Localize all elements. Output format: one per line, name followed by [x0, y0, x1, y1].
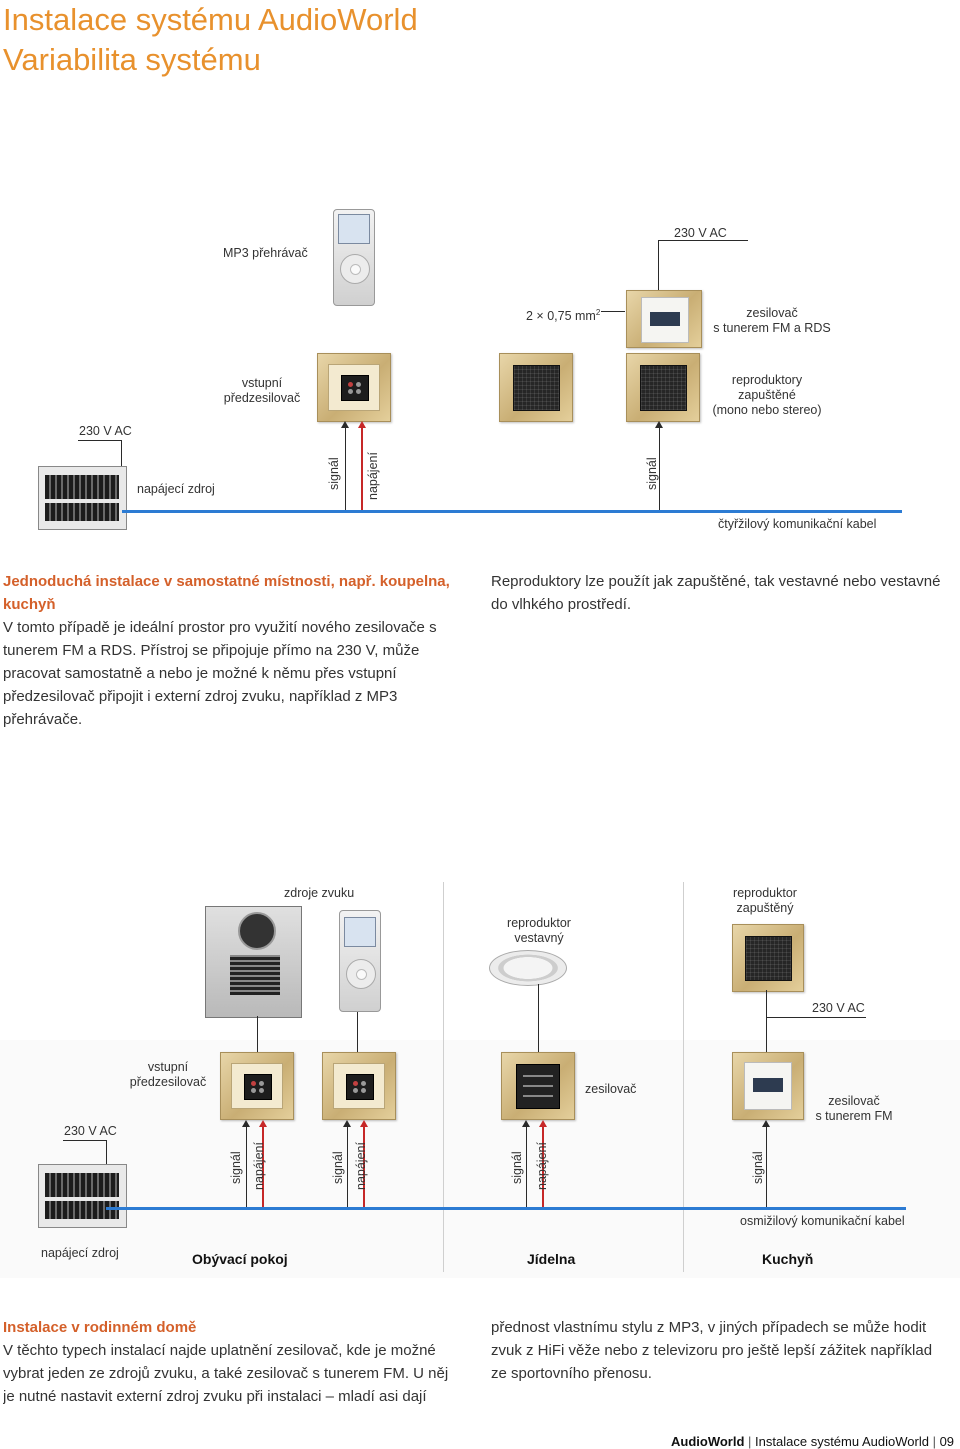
page-title: Instalace systému AudioWorld	[3, 2, 418, 37]
input-preamp-image-2	[220, 1052, 294, 1120]
power-supply-label-2: napájecí zdroj	[41, 1246, 119, 1260]
mp3-player-label: MP3 přehrávač	[223, 246, 308, 260]
flush-speaker-image-3	[732, 924, 804, 992]
ac-label-right: 230 V AC	[812, 1001, 865, 1015]
four-wire-bus-label: čtyřžilový komunikační kabel	[718, 517, 877, 531]
single-room-body: V tomto případě je ideální prostor pro v…	[3, 619, 437, 728]
ac-label-left: 230 V AC	[79, 424, 132, 438]
page-subtitle: Variabilita systému	[3, 42, 261, 77]
power-supply-image-2	[38, 1164, 127, 1228]
hifi-system-image	[205, 906, 302, 1018]
amplifier-image	[501, 1052, 575, 1120]
text-block-single-room: Jednoduchá instalace v samostatné místno…	[3, 570, 453, 731]
signal-label-5: signál	[510, 1151, 524, 1184]
family-house-body-col1: V těchto typech instalací najde uplatněn…	[3, 1339, 459, 1408]
input-preamp-image	[317, 353, 391, 422]
power-label-3: napájení	[252, 1142, 266, 1190]
page-footer: AudioWorld | Instalace systému AudioWorl…	[671, 1434, 955, 1449]
power-supply-label: napájecí zdroj	[137, 482, 215, 496]
power-label-4: napájení	[354, 1142, 368, 1190]
footer-page-number: 09	[939, 1434, 955, 1449]
amplifier-fm-rds-image	[626, 290, 702, 348]
power-supply-image	[38, 466, 127, 530]
signal-label-1: signál	[327, 457, 341, 490]
signal-label-2: signál	[645, 457, 659, 490]
cable-cross-section-label: 2 × 0,75 mm2	[526, 308, 601, 324]
room-dining-room: Jídelna	[527, 1251, 576, 1267]
amplifier-label: zesilovač	[585, 1082, 637, 1096]
input-preamp-image-3	[322, 1052, 396, 1120]
family-house-heading: Instalace v rodinném domě	[3, 1319, 197, 1336]
signal-label-4: signál	[331, 1151, 345, 1184]
family-house-body-text: V těchto typech instalací najde uplatněn…	[3, 1342, 449, 1405]
eight-wire-bus-label: osmižilový komunikační kabel	[740, 1214, 905, 1228]
ac-label-left-2: 230 V AC	[64, 1124, 117, 1138]
flush-speaker-image-1	[499, 353, 573, 422]
mp3-player-image-2	[339, 910, 381, 1012]
footer-brand: AudioWorld	[671, 1434, 745, 1449]
signal-label-3: signál	[229, 1151, 243, 1184]
speaker-note: Reproduktory lze použít jak zapuštěné, t…	[491, 573, 941, 613]
mp3-player-image	[333, 209, 375, 306]
power-label-1: napájení	[366, 452, 380, 500]
ac-label-top: 230 V AC	[674, 226, 727, 240]
power-label-5: napájení	[535, 1142, 549, 1190]
room-kitchen: Kuchyň	[762, 1251, 814, 1267]
text-block-family-house: Instalace v rodinném domě	[3, 1316, 459, 1339]
footer-section: Instalace systému AudioWorld	[755, 1434, 929, 1449]
family-house-body-continued: V těchto typech instalací najde uplatněn…	[491, 1319, 933, 1382]
single-room-heading: Jednoduchá instalace v samostatné místno…	[3, 573, 450, 613]
flush-speaker-image-2	[626, 353, 700, 422]
signal-label-6: signál	[751, 1151, 765, 1184]
builtin-speaker-image	[489, 950, 567, 986]
family-house-body-col2: V těchto typech instalací najde uplatněn…	[491, 1316, 947, 1385]
room-living-room: Obývací pokoj	[192, 1251, 288, 1267]
amplifier-fm-image	[732, 1052, 804, 1120]
sound-sources-label: zdroje zvuku	[284, 886, 355, 900]
